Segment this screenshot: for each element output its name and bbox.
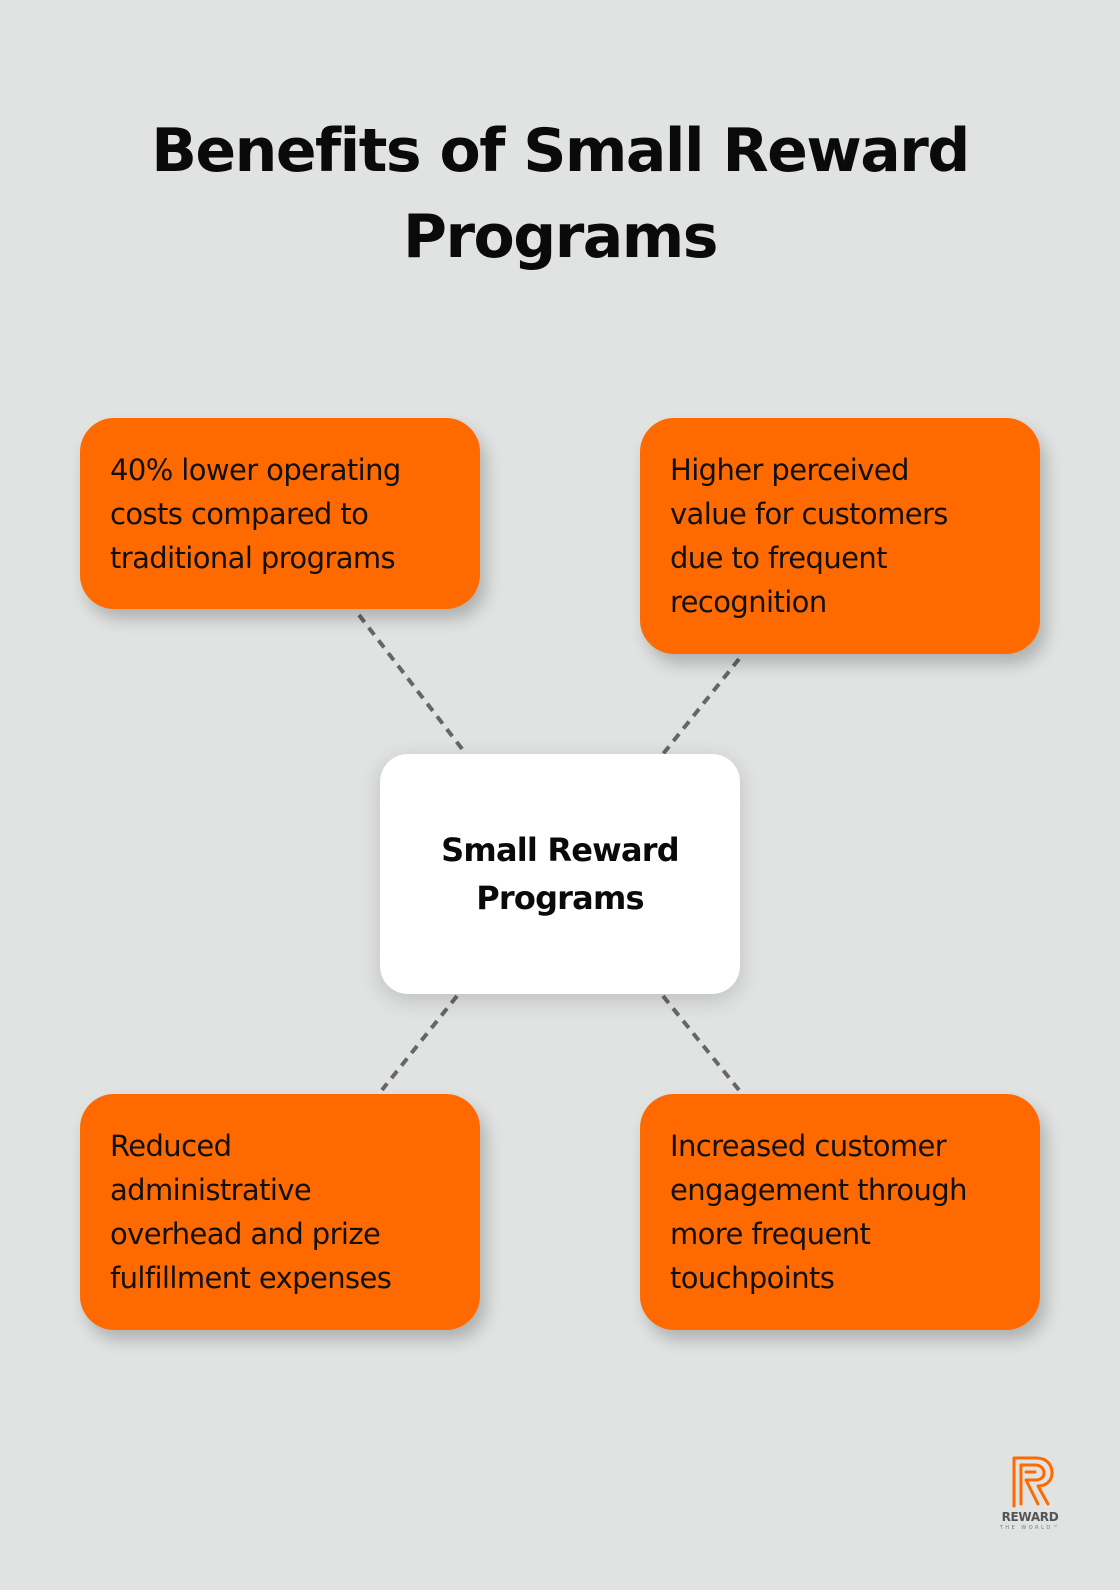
brand-logo: REWARD THE WORLD™ [990,1452,1070,1532]
connector-bottom-right [661,994,741,1092]
title-line-1: Benefits of Small Reward [151,116,970,186]
benefit-box-reduced-overhead: Reduced administrative overhead and priz… [80,1094,480,1330]
connector-top-left [357,613,468,756]
benefit-text-line: due to frequent [670,541,888,575]
benefit-text-line: fulfillment expenses [110,1261,392,1295]
benefit-text-line: engagement through [670,1173,967,1207]
page-title: Benefits of Small Reward Programs [110,108,1010,280]
benefit-text-line: costs compared to [110,497,369,531]
benefit-text-line: overhead and prize [110,1217,381,1251]
benefit-text-line: more frequent [670,1217,871,1251]
logo-tagline: THE WORLD™ [999,1525,1061,1531]
reward-r-logo-icon [1012,1456,1054,1508]
benefit-box-engagement: Increased customer engagement through mo… [640,1094,1040,1330]
center-label-line-2: Programs [476,879,644,917]
benefit-text-line: 40% lower operating [110,453,401,487]
benefit-text-line: administrative [110,1173,312,1207]
connector-top-right [661,657,741,756]
benefit-text-line: touchpoints [670,1261,835,1295]
title-line-2: Programs [402,202,719,272]
benefit-text-line: traditional programs [110,541,396,575]
benefit-text-line: recognition [670,585,827,619]
logo-wordmark: REWARD [1001,1510,1059,1524]
benefit-text-line: Reduced [110,1129,232,1163]
benefit-box-lower-costs: 40% lower operating costs compared to tr… [80,418,480,609]
center-node: Small Reward Programs [380,754,740,994]
benefit-box-perceived-value: Higher perceived value for customers due… [640,418,1040,654]
connector-bottom-left [380,994,459,1092]
center-label-line-1: Small Reward [441,831,679,869]
benefit-text-line: Higher perceived [670,453,909,487]
benefit-text-line: value for customers [670,497,948,531]
benefit-text-line: Increased customer [670,1129,947,1163]
